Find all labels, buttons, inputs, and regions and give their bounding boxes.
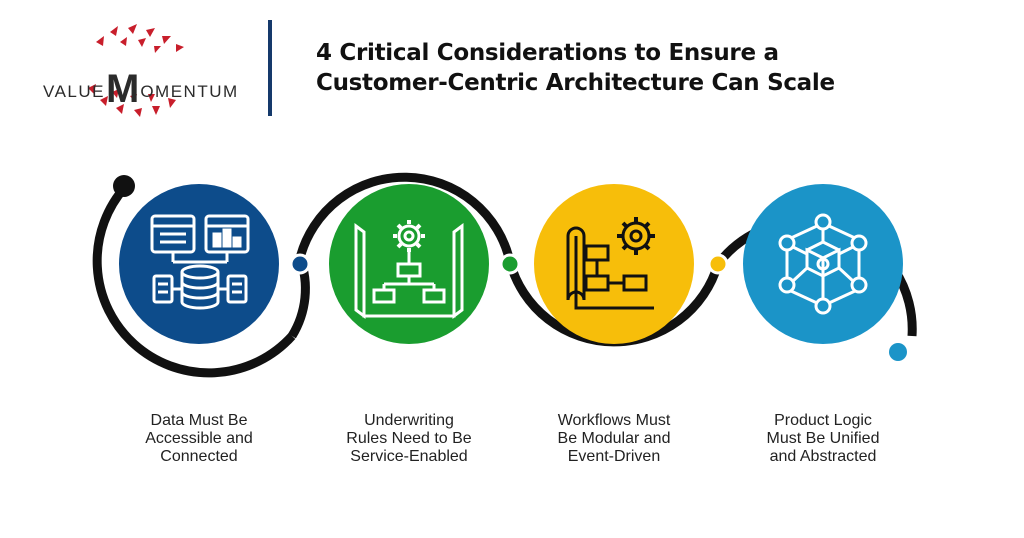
step-2-line-3: Service-Enabled bbox=[350, 448, 468, 465]
step-3-line-1: Workflows Must bbox=[557, 412, 671, 429]
workflow-gear-icon bbox=[566, 217, 655, 310]
logo-wordmark: VALUEMOMENTUM bbox=[43, 62, 239, 111]
connector-dot-3 bbox=[707, 253, 729, 275]
connector-dot-2 bbox=[499, 253, 521, 275]
step-1-line-2: Accessible and bbox=[145, 430, 253, 447]
step-circle-3 bbox=[534, 184, 694, 344]
data-integration-icon bbox=[150, 214, 250, 310]
logo-initial: M bbox=[106, 67, 140, 111]
product-network-icon bbox=[778, 213, 868, 315]
title-line-1: 4 Critical Considerations to Ensure a bbox=[316, 40, 779, 66]
track-end-dot bbox=[889, 343, 907, 361]
step-circle-1 bbox=[119, 184, 279, 344]
step-3-line-3: Event-Driven bbox=[567, 448, 661, 465]
logo-suffix: OMENTUM bbox=[140, 82, 239, 101]
step-2-line-2: Rules Need to Be bbox=[346, 430, 472, 447]
company-logo: VALUEMOMENTUM bbox=[40, 22, 240, 118]
track-arc-1 bbox=[92, 182, 296, 378]
logo-star-pattern bbox=[88, 24, 184, 117]
step-label-2: Underwriting Rules Need to Be Service-En… bbox=[319, 412, 499, 466]
step-1-line-3: Connected bbox=[160, 448, 238, 465]
step-1-line-1: Data Must Be bbox=[150, 412, 248, 429]
logo-prefix: VALUE bbox=[43, 82, 105, 101]
step-4-line-2: Must Be Unified bbox=[766, 430, 880, 447]
track-arc-2 bbox=[295, 172, 515, 263]
step-label-1: Data Must Be Accessible and Connected bbox=[109, 412, 289, 466]
step-4-line-3: and Abstracted bbox=[769, 448, 877, 465]
step-3-line-2: Be Modular and bbox=[557, 430, 671, 447]
track-start-dot bbox=[113, 175, 135, 197]
blueprint-gear-icon bbox=[354, 220, 464, 319]
connector-dot-1 bbox=[289, 253, 311, 275]
step-label-3: Workflows Must Be Modular and Event-Driv… bbox=[524, 412, 704, 466]
step-2-line-1: Underwriting bbox=[364, 412, 454, 429]
header-divider bbox=[268, 20, 272, 116]
title-line-2: Customer-Centric Architecture Can Scale bbox=[316, 70, 835, 96]
step-4-line-1: Product Logic bbox=[774, 412, 872, 429]
step-label-4: Product Logic Must Be Unified and Abstra… bbox=[733, 412, 913, 466]
page-title: 4 Critical Considerations to Ensure a Cu… bbox=[316, 38, 956, 98]
